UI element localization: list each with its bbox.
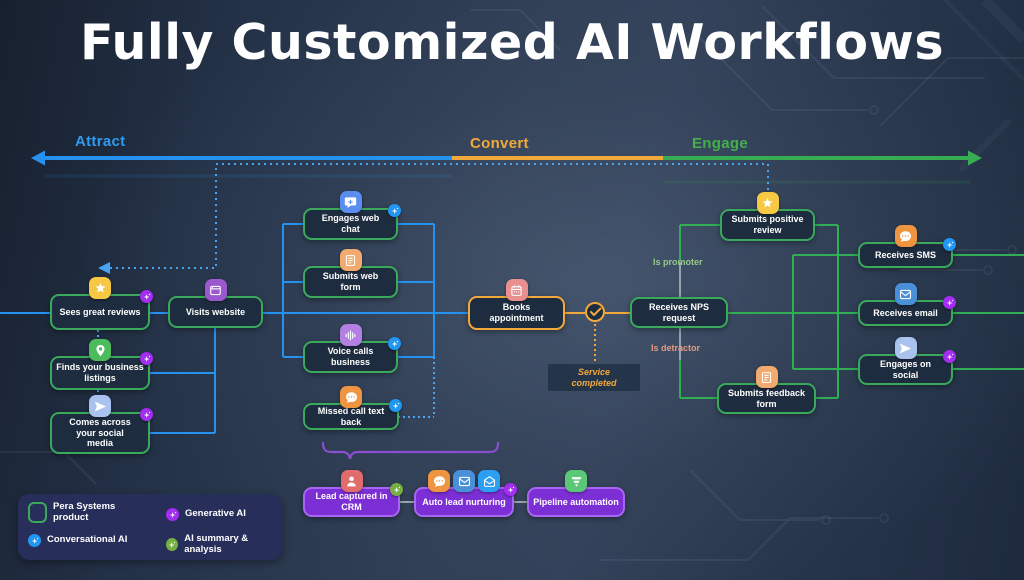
service-check-circle [585, 302, 605, 322]
legend-item-conversational: Conversational AI [28, 534, 127, 547]
is-promoter-label: Is promoter [653, 257, 703, 267]
generative-ai-badge [140, 352, 153, 365]
generative-ai-badge [943, 350, 956, 363]
conversational-ai-badge [389, 399, 402, 412]
page-title: Fully Customized AI Workflows [80, 14, 944, 71]
node-receives-nps-request: Receives NPS request [630, 297, 728, 328]
calendar-icon [505, 279, 528, 301]
ai-summary-badge [166, 538, 179, 552]
feedback-arrowhead [98, 262, 110, 274]
form-icon [755, 366, 778, 388]
node-receives-email: Receives email [858, 283, 956, 326]
feedback-dotted-line [106, 163, 769, 269]
node-submits-feedback-form: Submits feedback form [717, 366, 816, 414]
node-comes-across-social: Comes across your social media [50, 395, 153, 454]
conversational-ai-badge [28, 534, 41, 547]
form-icon [339, 249, 362, 271]
browser-icon [204, 279, 227, 301]
generative-ai-badge [140, 290, 153, 303]
node-visits-website: Visits website [168, 279, 263, 328]
generative-ai-badge [166, 508, 179, 521]
generative-ai-badge [504, 483, 517, 496]
generative-ai-badge [140, 408, 153, 421]
paper-plane-icon [89, 395, 111, 417]
node-pipeline-automation: Pipeline automation [527, 470, 625, 517]
node-engages-on-social: Engages on social [858, 337, 956, 385]
node-lead-captured-crm: Lead captured in CRM [303, 470, 403, 517]
node-auto-lead-nurturing: Auto lead nurturing [414, 470, 517, 517]
star-icon [89, 277, 111, 299]
attract-lines [0, 223, 468, 434]
generative-ai-badge [943, 296, 956, 309]
legend-item-summary: AI summary & analysis [166, 533, 282, 556]
conversational-ai-badge [388, 204, 401, 217]
conversational-ai-badge [388, 337, 401, 350]
node-submits-web-form: Submits web form [303, 249, 398, 298]
crm-group-brace [321, 441, 500, 460]
person-icon [340, 470, 363, 492]
check-icon [590, 307, 602, 316]
service-completed-label: Service completed [548, 364, 640, 391]
product-swatch-icon [28, 502, 47, 524]
engage-lines [679, 224, 1024, 399]
is-detractor-label: Is detractor [651, 343, 701, 353]
node-books-appointment: Books appointment [468, 279, 565, 330]
phase-arrow [31, 150, 982, 166]
chat-dots-icon [894, 225, 917, 247]
node-submits-positive-review: Submits positive review [720, 192, 815, 241]
node-voice-calls-business: Voice calls business [303, 324, 401, 373]
envelope-open-icon [478, 470, 500, 492]
legend-item-generative: Generative AI [166, 508, 246, 521]
location-pin-icon [89, 339, 111, 361]
funnel-icon [565, 470, 587, 492]
node-sees-great-reviews: Sees great reviews [50, 277, 153, 330]
node-engages-web-chat: Engages web chat [303, 191, 401, 240]
convert-lines [565, 312, 630, 363]
phase-label-engage: Engage [692, 135, 748, 152]
star-icon [756, 192, 779, 214]
paper-plane-icon [894, 337, 917, 359]
node-finds-business-listings: Finds your business listings [50, 339, 153, 390]
chat-bubble-icon [339, 191, 362, 213]
voice-waveform-icon [339, 324, 362, 346]
chat-dots-icon [340, 386, 362, 408]
chat-dots-icon [428, 470, 450, 492]
legend: Pera Systems product Generative AI Conve… [18, 494, 282, 560]
envelope-icon [894, 283, 917, 305]
envelope-icon [453, 470, 475, 492]
phase-label-attract: Attract [75, 133, 126, 150]
ai-summary-badge [390, 483, 403, 496]
legend-item-product: Pera Systems product [28, 501, 127, 524]
phase-label-convert: Convert [470, 135, 529, 152]
conversational-ai-badge [943, 238, 956, 251]
node-receives-sms: Receives SMS [858, 225, 956, 268]
node-missed-call-text-back: Missed call text back [303, 386, 402, 430]
